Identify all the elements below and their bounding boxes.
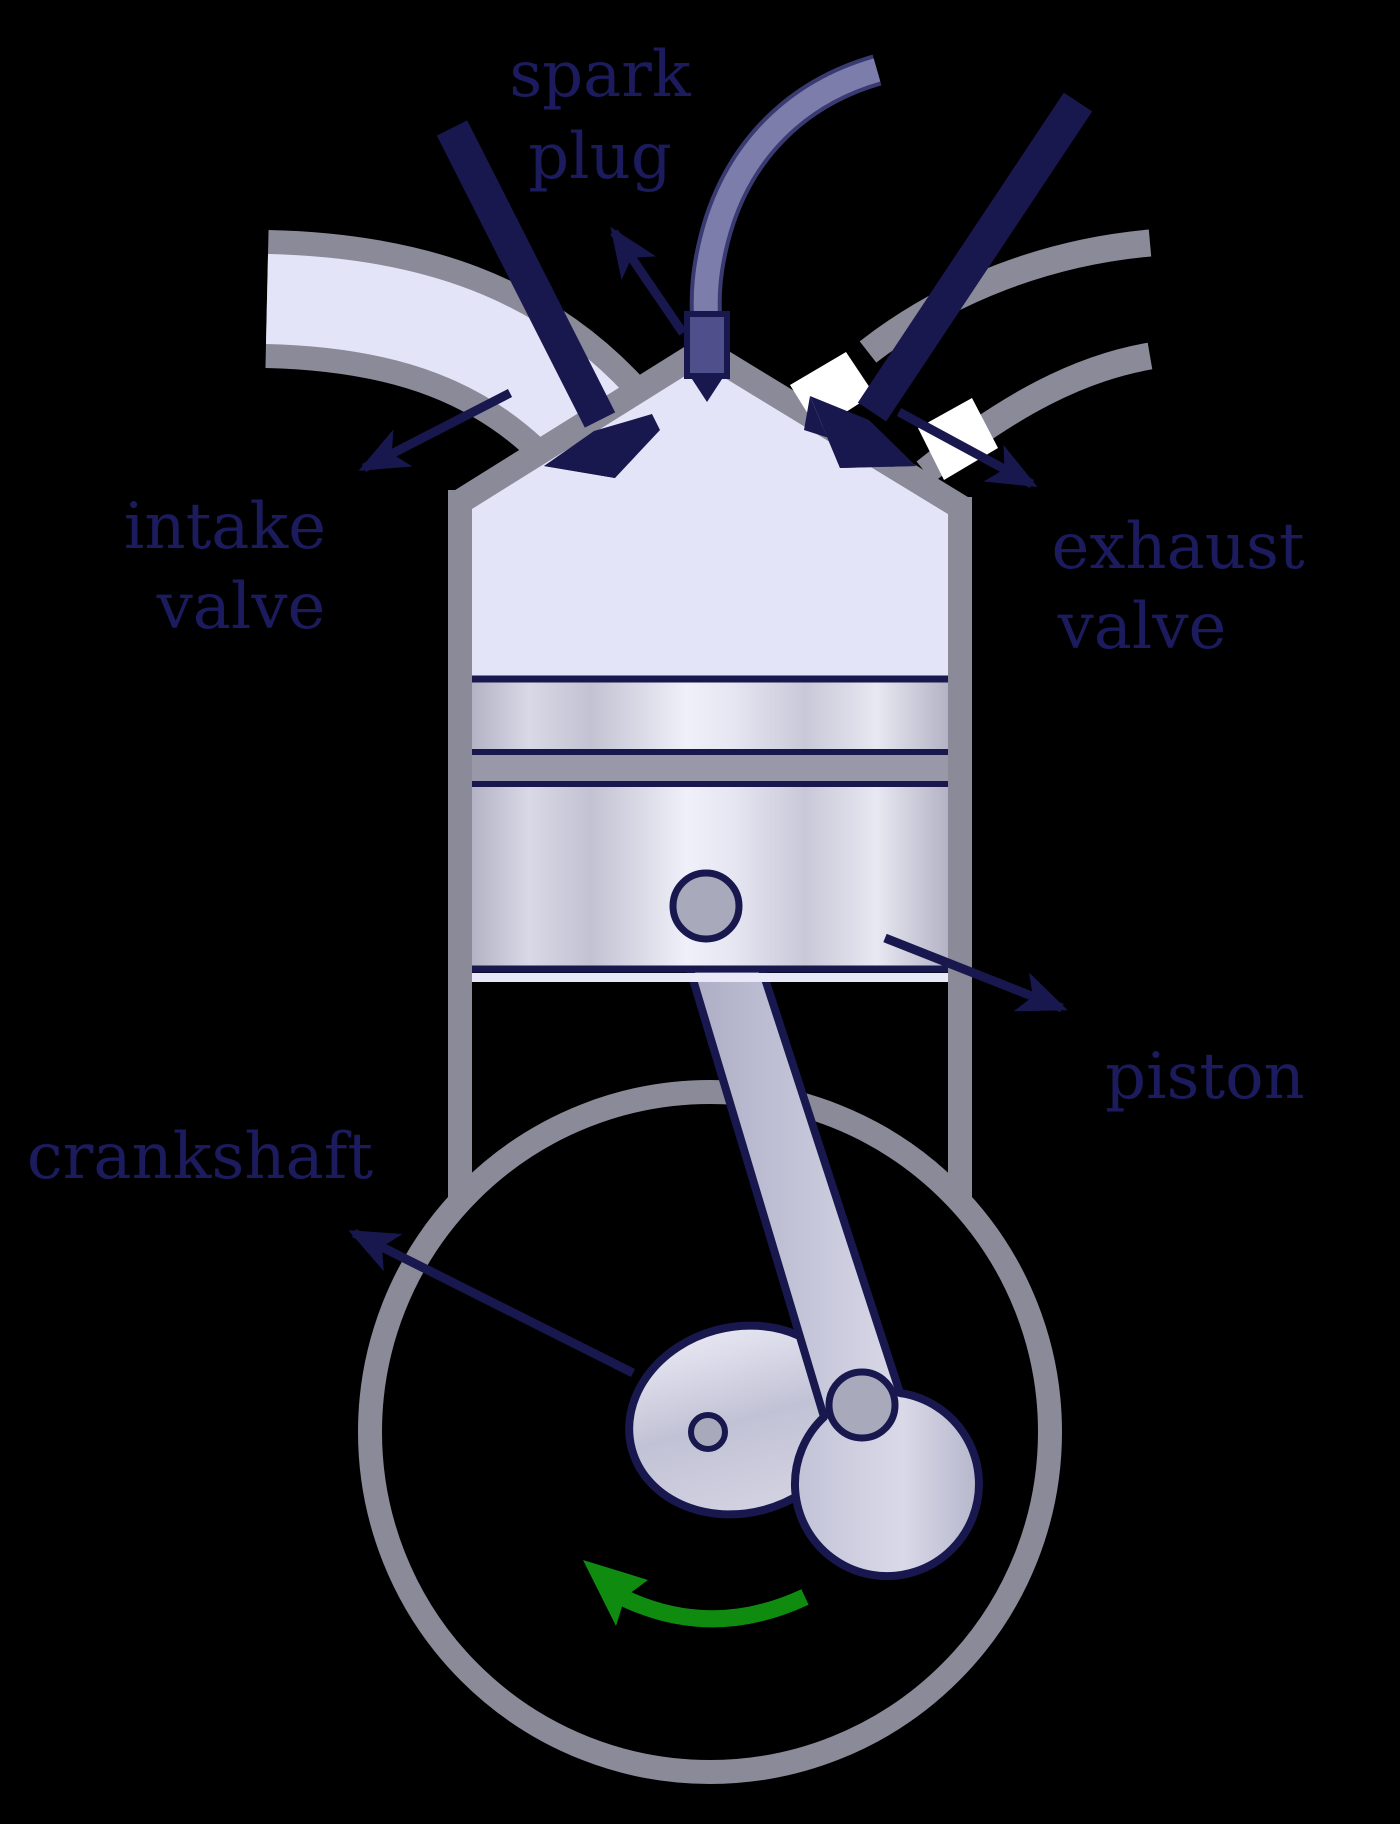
intake-valve-label-line1: intake bbox=[124, 490, 326, 564]
spark-plug-label-line1: spark bbox=[509, 38, 692, 112]
pointer-arrows bbox=[348, 226, 1068, 1378]
spark-plug-wire bbox=[689, 54, 882, 317]
crank-pin bbox=[825, 1368, 899, 1442]
counterweight-hole bbox=[688, 1412, 728, 1452]
crankcase bbox=[358, 1080, 1062, 1784]
piston-pointer-arrow bbox=[883, 933, 1068, 1013]
exhaust-valve-label-line2: valve bbox=[1057, 590, 1227, 664]
exhaust-valve-label-line1: exhaust bbox=[1051, 510, 1304, 584]
spark-plug-pointer-arrow bbox=[610, 226, 687, 336]
piston-ring-groove bbox=[472, 755, 948, 781]
rotation-arrow-icon bbox=[583, 1560, 809, 1628]
piston-label: piston bbox=[1105, 1040, 1305, 1114]
intake-valve bbox=[436, 120, 660, 478]
wrist-pin bbox=[669, 869, 743, 943]
spark-plug bbox=[684, 311, 730, 402]
spark-plug-label-line2: plug bbox=[528, 120, 672, 194]
crankshaft-pointer-arrow bbox=[348, 1228, 636, 1378]
piston bbox=[472, 675, 948, 982]
exhaust-valve-pointer-arrow bbox=[896, 408, 1038, 488]
exhaust-valve bbox=[804, 92, 1093, 468]
intake-valve-label-line2: valve bbox=[156, 570, 326, 644]
intake-valve-pointer-arrow bbox=[358, 388, 513, 473]
crankshaft-label: crankshaft bbox=[27, 1120, 374, 1194]
connecting-rod bbox=[670, 892, 983, 1581]
intake-port bbox=[265, 230, 664, 490]
